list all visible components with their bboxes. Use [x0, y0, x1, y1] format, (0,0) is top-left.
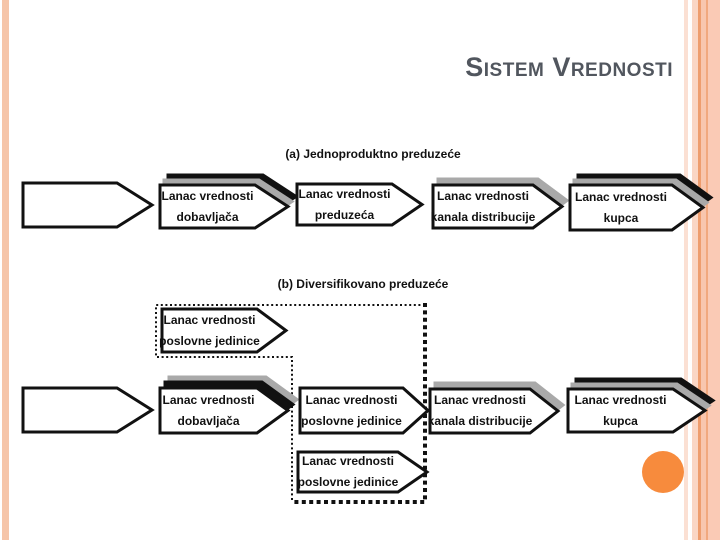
- arrow-company-a: Lanac vrednosti preduzeća: [295, 182, 425, 227]
- arrow-label-line1: Lanac vrednosti: [161, 188, 254, 203]
- arrow-empty-a: [21, 181, 155, 229]
- arrow-label-line2: kupca: [603, 413, 638, 428]
- right-edge-stripe: [698, 0, 701, 540]
- arrow-label-line2: kanala distribucije: [430, 209, 536, 224]
- arrow-unit-bottom-b: Lanac vrednosti poslovne jedinice: [296, 450, 430, 494]
- arrow-label-line2: kanala distribucije: [427, 414, 533, 428]
- arrow-label-line2: dobavljača: [177, 413, 240, 428]
- arrow-unit-mid-b: Lanac vrednosti poslovne jedinice: [298, 386, 431, 435]
- arrow-label-line2: poslovne jedinice: [297, 475, 399, 489]
- right-edge-stripe: [684, 0, 688, 540]
- section-a-label: (a) Jednoproduktno preduzeće: [285, 147, 461, 161]
- arrow-buyer-a: Lanac vrednosti kupca: [568, 173, 714, 232]
- section-b-label: (b) Diversifikovano preduzeće: [277, 277, 449, 291]
- arrow-label-line1: Lanac vrednosti: [574, 392, 667, 407]
- arrow-label-line2: preduzeća: [314, 207, 375, 222]
- arrow-label-line2: kupca: [603, 210, 639, 225]
- right-edge-stripe: [692, 0, 698, 540]
- arrow-label-line1: Lanac vrednosti: [162, 392, 255, 407]
- arrow-channel-b: Lanac vrednosti kanala distribucije: [427, 381, 566, 435]
- arrow-label-line1: Lanac vrednosti: [163, 312, 256, 327]
- arrow-label-line2: poslovne jedinice: [301, 413, 402, 428]
- arrow-label-line1: Lanac vrednosti: [574, 189, 668, 204]
- arrow-label-line1: Lanac vrednosti: [301, 454, 395, 468]
- arrow-label-line1: Lanac vrednosti: [305, 392, 398, 407]
- arrow-unit-top-b: Lanac vrednosti poslovne jedinice: [159, 307, 289, 354]
- arrow-label-line2: poslovne jedinice: [159, 333, 260, 348]
- arrow-label-line1: Lanac vrednosti: [298, 186, 391, 201]
- right-edge-stripe: [708, 0, 720, 540]
- accent-circle-decoration: [642, 451, 684, 493]
- arrow-supplier-a: Lanac vrednosti dobavljača: [158, 173, 299, 230]
- arrow-empty-b: [21, 386, 155, 434]
- arrow-label-line2: dobavljača: [176, 209, 239, 224]
- arrow-supplier-b: Lanac vrednosti dobavljača: [158, 375, 300, 435]
- page-title: Sistem Vrednosti: [465, 52, 673, 82]
- right-edge-stripe: [706, 0, 708, 540]
- left-edge-stripe: [2, 0, 9, 540]
- arrow-label-line1: Lanac vrednosti: [436, 188, 530, 203]
- arrow-buyer-b: Lanac vrednosti kupca: [566, 377, 716, 434]
- right-edge-stripe: [701, 0, 706, 540]
- arrow-channel-a: Lanac vrednosti kanala distribucije: [430, 177, 570, 230]
- arrow-label-line1: Lanac vrednosti: [433, 393, 527, 407]
